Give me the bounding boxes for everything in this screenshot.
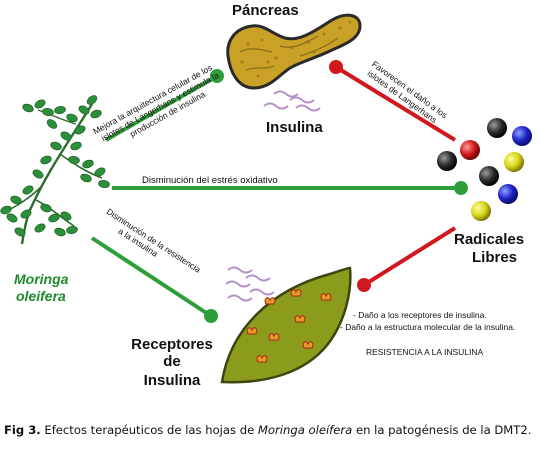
moringa-label-line1: Moringa: [14, 271, 69, 287]
connector-moringa-receptors: [90, 236, 218, 323]
receptors-label-line3: Insulina: [144, 372, 201, 389]
caption-text-after: en la patogénesis de la DMT2.: [352, 423, 532, 437]
effect-item-1: - Daño a los receptores de insulina.: [353, 310, 487, 320]
caption-species: Moringa oleífera: [257, 423, 353, 437]
insulin-waves-icon: [263, 90, 321, 112]
connector-moringa-radicals: [112, 181, 468, 195]
connector-radicals-pancreas: [329, 60, 457, 142]
figure-caption: Fig 3. Efectos terapéuticos de las hojas…: [4, 423, 535, 438]
connector-moringa-pancreas: [105, 69, 224, 142]
pancreas-illustration: [226, 13, 362, 90]
connector-radicals-receptors: [357, 226, 457, 292]
effect-resistance: RESISTENCIA A LA INSULINA: [366, 347, 483, 357]
free-radicals-illustration: [437, 118, 532, 221]
insulin-label: Insulina: [266, 119, 323, 136]
moringa-label-line2: oleifera: [16, 288, 66, 304]
radicals-label-line2: Libres: [472, 249, 517, 266]
label-moringa-pancreas-line2: islotes de Langerhans y estimula la: [100, 70, 221, 143]
insulin-waves-receptor-icon: [225, 266, 275, 302]
effect-item-2: - Daño a la estructura molecular de la i…: [340, 322, 515, 332]
receptors-label-line2: de: [163, 353, 181, 370]
radicals-label-line1: Radicales: [454, 231, 524, 248]
label-moringa-radicals: Disminución del estrés oxidativo: [142, 175, 278, 186]
moringa-leaf-illustration: [0, 95, 110, 245]
caption-label: Fig 3.: [4, 423, 41, 437]
pancreas-label: Páncreas: [232, 2, 299, 19]
label-moringa-receptors-line1: Disminución de la resistencia: [105, 206, 203, 274]
receptors-label-line1: Receptores: [131, 336, 213, 353]
insulin-receptor-illustration: [220, 266, 352, 384]
caption-text-before: Efectos terapéuticos de las hojas de: [40, 423, 258, 437]
label-moringa-pancreas: Mejora la arquitectura celular de los is…: [91, 62, 221, 143]
label-moringa-receptors: Disminución de la resistencia a la insul…: [105, 206, 203, 274]
moringa-diagram: Mejora la arquitectura celular de los is…: [0, 2, 532, 389]
